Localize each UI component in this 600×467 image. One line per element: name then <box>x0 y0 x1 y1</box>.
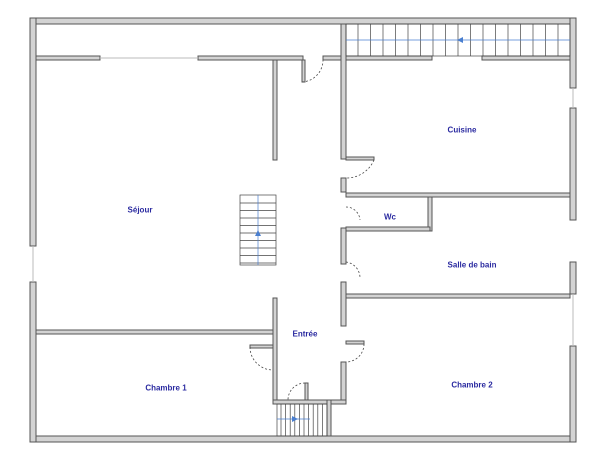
door-swings <box>249 59 375 401</box>
wall-top-strip-4 <box>345 55 433 61</box>
stair-arrow-icon <box>292 416 298 422</box>
wall-wc-right <box>427 196 433 232</box>
wall-sejour-corridor-upper <box>272 59 278 161</box>
wall-corridor-right-1 <box>340 23 347 160</box>
door-stub-chambre1 <box>249 344 274 349</box>
wall-corridor-right-4 <box>340 281 347 327</box>
walls <box>29 17 577 443</box>
room-label-sejour: Séjour <box>127 205 153 215</box>
stairs-entry <box>276 403 328 437</box>
wall-top-strip-1 <box>35 55 101 61</box>
stair-arrow-icon <box>457 37 463 43</box>
wall-top-strip-2 <box>197 55 304 61</box>
wall-top-strip-3 <box>322 55 344 61</box>
wall-chambre1-top <box>35 329 274 335</box>
room-label-salle-de-bain: Salle de bain <box>447 260 497 270</box>
wall-corridor-left-lower <box>272 297 278 403</box>
wall-corridor-right-5 <box>340 361 347 405</box>
wall-outer-right-3 <box>569 261 577 295</box>
stair-arrow-icon <box>255 230 261 236</box>
wall-stairs-right <box>326 399 332 437</box>
windows <box>32 57 574 346</box>
door-stub-cuisine <box>345 156 375 161</box>
wall-salle-de-bain-bottom <box>345 293 571 299</box>
stairs <box>239 23 571 437</box>
door-swing-salle-de-bain[interactable] <box>345 261 361 279</box>
wall-outer-bottom <box>29 435 577 443</box>
door-swing-chambre2[interactable] <box>345 343 365 363</box>
wall-entree-bottom <box>272 399 347 405</box>
door-swing-top[interactable] <box>301 59 324 83</box>
wall-outer-right-1 <box>569 17 577 89</box>
wall-outer-right-4 <box>569 345 577 443</box>
wall-outer-left-upper <box>29 17 37 247</box>
room-label-cuisine: Cuisine <box>447 125 477 135</box>
door-swing-wc[interactable] <box>345 206 361 221</box>
wall-corridor-right-2 <box>340 177 347 193</box>
wall-corridor-right-3 <box>340 227 347 265</box>
door-swing-chambre1[interactable] <box>249 346 274 371</box>
door-stub-entry <box>304 382 309 401</box>
room-label-chambre-1: Chambre 1 <box>145 383 187 393</box>
room-label-chambre-2: Chambre 2 <box>451 380 493 390</box>
door-stub-chambre2 <box>345 340 365 345</box>
door-stub-top <box>301 59 306 83</box>
wall-wc-bottom <box>345 226 431 232</box>
wall-outer-right-2 <box>569 107 577 221</box>
wall-top-strip-5 <box>481 55 571 61</box>
wall-cuisine-bottom <box>345 192 571 198</box>
room-label-entree: Entrée <box>292 329 318 339</box>
room-label-wc: Wc <box>384 212 396 222</box>
door-swing-entry[interactable] <box>287 382 306 401</box>
wall-outer-left-lower <box>29 281 37 443</box>
door-swing-cuisine[interactable] <box>345 159 375 179</box>
wall-outer-top <box>29 17 577 25</box>
